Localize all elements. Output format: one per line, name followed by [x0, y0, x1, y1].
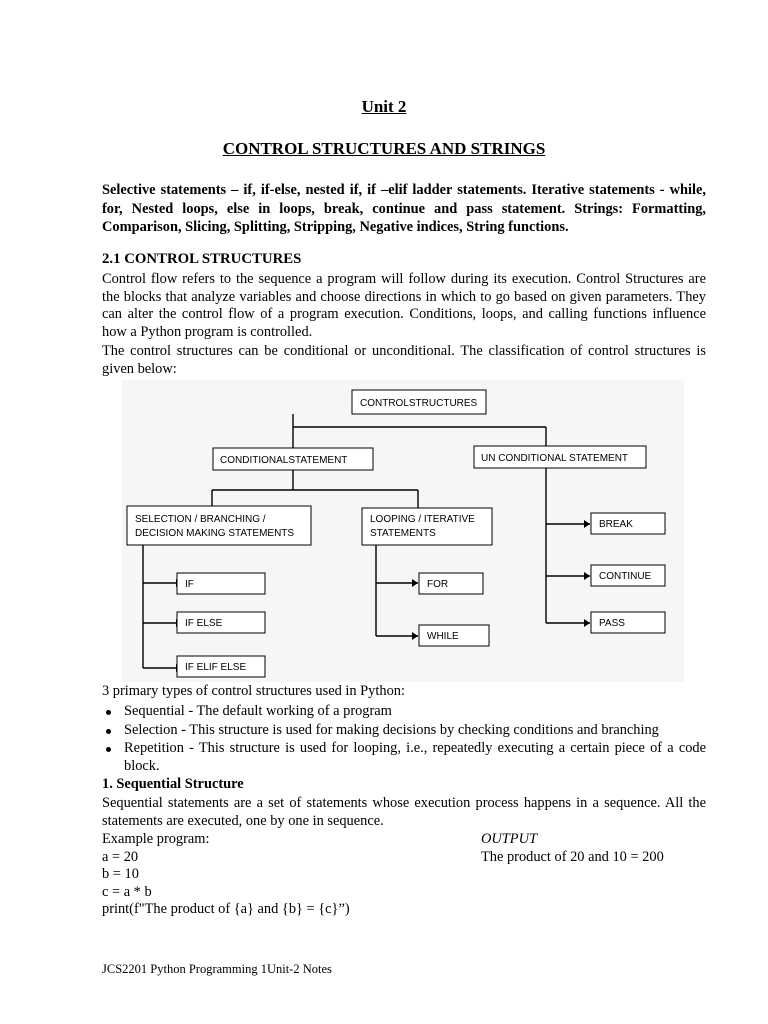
node-if-else-box	[176, 611, 266, 634]
node-looping-label-2: STATEMENTS	[370, 528, 436, 539]
page-footer: JCS2201 Python Programming 1Unit-2 Notes	[102, 962, 332, 976]
list-item: Repetition - This structure is used for …	[102, 740, 706, 775]
node-break-label: BREAK	[599, 519, 633, 530]
page-title: CONTROL STRUCTURES AND STRINGS	[222, 139, 546, 158]
node-unconditional-box	[473, 445, 647, 469]
sequential-heading: 1. Sequential Structure	[102, 776, 244, 792]
node-pass-label: PASS	[599, 618, 625, 629]
control-flow-paragraph: Control flow refers to the sequence a pr…	[102, 271, 706, 340]
classification-paragraph: The control structures can be conditiona…	[102, 343, 706, 377]
node-if-elif-else-box	[176, 655, 266, 678]
node-looping-box	[361, 507, 493, 546]
node-conditional-box	[212, 447, 374, 471]
list-item: Selection - This structure is used for m…	[102, 722, 706, 740]
code-line: c = a * b	[102, 883, 152, 900]
node-while-label: WHILE	[427, 631, 459, 642]
node-while-box	[418, 624, 490, 647]
output-label: OUTPUT	[481, 831, 537, 847]
code-line: Example program:	[102, 831, 210, 847]
node-unconditional-label: UN CONDITIONAL STATEMENT	[481, 453, 628, 464]
node-for-label: FOR	[427, 579, 448, 590]
code-line: print(f"The product of {a} and {b} = {c}…	[102, 901, 350, 918]
node-for-box	[418, 572, 484, 595]
node-if-box	[176, 572, 266, 595]
node-selection-label-1: SELECTION / BRANCHING /	[135, 514, 266, 525]
list-item: Sequential - The default working of a pr…	[102, 703, 706, 721]
syllabus-summary: Selective statements – if, if-else, nest…	[102, 182, 706, 235]
code-line: b = 10	[102, 866, 139, 883]
node-looping-label-1: LOOPING / ITERATIVE	[370, 514, 475, 525]
output-value: The product of 20 and 10 = 200	[481, 848, 664, 865]
sequential-paragraph: Sequential statements are a set of state…	[102, 795, 706, 829]
node-break-box	[590, 512, 666, 535]
node-continue-box	[590, 564, 666, 587]
node-pass-box	[590, 611, 666, 634]
node-root-box	[351, 389, 487, 415]
node-conditional-label: CONDITIONALSTATEMENT	[220, 455, 347, 466]
control-structures-diagram: CONTROLSTRUCTURES CONDITIONALSTATEMENT U…	[122, 380, 684, 682]
example-code: Example program: a = 20 b = 10 c = a * b…	[102, 831, 350, 919]
types-intro: 3 primary types of control structures us…	[102, 683, 405, 699]
unit-label: Unit 2	[361, 97, 407, 116]
node-continue-label: CONTINUE	[599, 571, 652, 582]
node-selection-box	[126, 505, 312, 546]
node-if-else-label: IF ELSE	[185, 618, 223, 629]
node-selection-label-2: DECISION MAKING STATEMENTS	[135, 528, 294, 539]
output-block: OUTPUT The product of 20 and 10 = 200	[481, 831, 664, 866]
node-if-elif-else-label: IF ELIF ELSE	[185, 662, 246, 673]
node-root-label: CONTROLSTRUCTURES	[360, 398, 478, 409]
section-heading: 2.1 CONTROL STRUCTURES	[102, 251, 302, 267]
node-if-label: IF	[185, 579, 194, 590]
types-list: Sequential - The default working of a pr…	[102, 703, 706, 776]
code-line: a = 20	[102, 848, 139, 865]
